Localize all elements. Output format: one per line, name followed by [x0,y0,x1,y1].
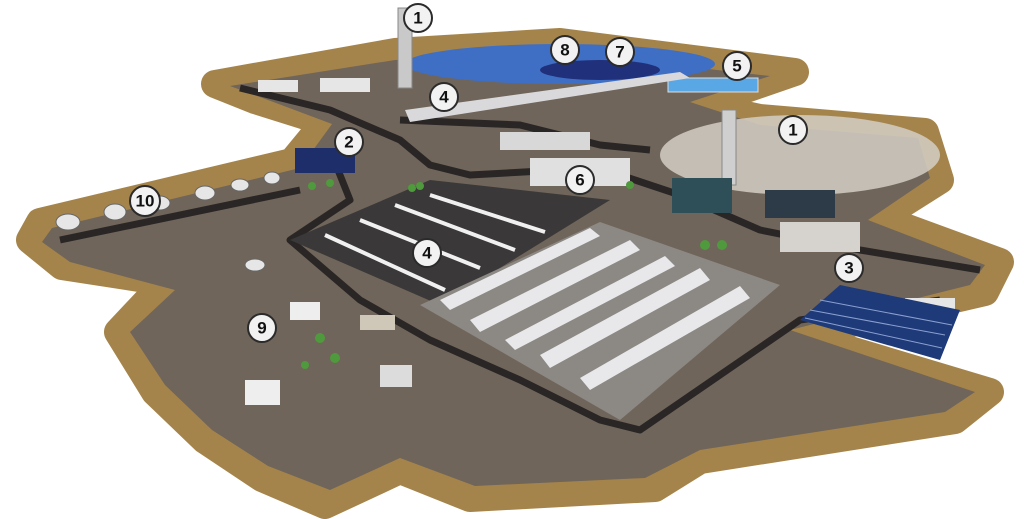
label-4-north: 4 [429,82,459,112]
svg-text:5: 5 [732,57,741,76]
trough-field-west [290,180,610,305]
solar-tower-east [721,109,737,186]
svg-text:9: 9 [257,319,266,338]
svg-text:4: 4 [439,88,449,107]
label-6: 6 [565,165,595,195]
trough-field-south [420,222,780,420]
trees [301,179,727,369]
label-7: 7 [605,37,635,67]
label-4-west: 4 [412,238,442,268]
label-1-north-tower: 1 [403,3,433,33]
label-8: 8 [550,35,580,65]
label-1-east-tower: 1 [778,115,808,145]
svg-text:7: 7 [615,43,624,62]
svg-text:4: 4 [422,244,432,263]
svg-text:1: 1 [788,121,797,140]
label-10: 10 [129,185,161,217]
heliostat-field-east [660,109,940,195]
svg-text:10: 10 [136,192,155,211]
road-main [286,148,941,434]
label-5: 5 [722,51,752,81]
svg-text:2: 2 [344,133,353,152]
svg-text:6: 6 [575,171,584,190]
label-2: 2 [334,127,364,157]
pv-field [800,285,960,360]
svg-text:3: 3 [844,259,853,278]
svg-text:8: 8 [560,41,569,60]
label-9: 9 [247,313,277,343]
road-west [59,186,301,244]
label-3: 3 [834,253,864,283]
svg-text:1: 1 [413,9,422,28]
